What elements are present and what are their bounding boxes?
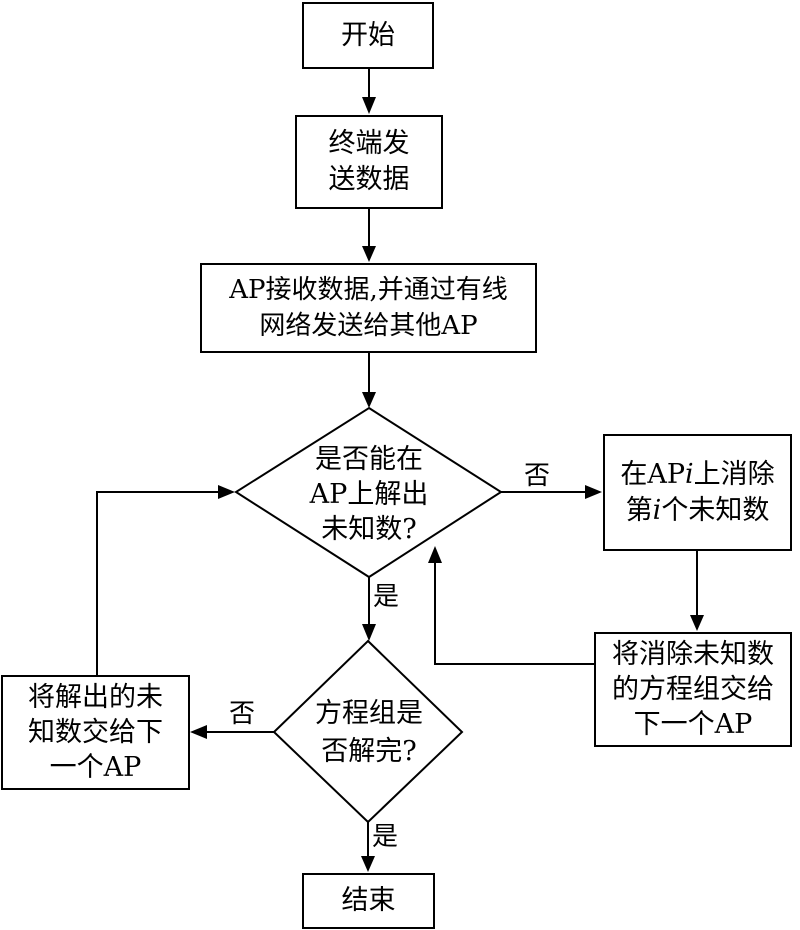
terminal-send-node: 终端发 送数据 xyxy=(295,115,443,209)
pass-solved-line-2: 知数交给下 xyxy=(28,717,163,748)
edge-label-solve-yes: 是 xyxy=(373,582,400,612)
arrowhead xyxy=(218,485,235,499)
decision-solve-line-2: AP上解出 xyxy=(309,478,429,510)
decision-solve-line-3: 未知数? xyxy=(321,513,417,545)
pass-solved-line-1: 将解出的未 xyxy=(28,682,163,713)
arrowhead xyxy=(361,856,375,872)
terminal-send-line-2: 送数据 xyxy=(328,164,410,195)
eliminate-line-1: 在APi上消除 xyxy=(620,458,775,490)
pass-eliminated-node: 将消除未知数 的方程组交给 下一个AP xyxy=(594,632,792,747)
arrowhead xyxy=(190,725,207,739)
arrowhead xyxy=(428,546,442,563)
edge-label-done-yes: 是 xyxy=(372,822,399,852)
pass-eliminated-line-2: 的方程组交给 xyxy=(612,674,774,705)
edge-label-done-no: 否 xyxy=(229,699,256,729)
eliminate-line-2: 第i个未知数 xyxy=(625,494,770,526)
decision-done-text: 方程组是 否解完? xyxy=(296,695,442,771)
decision-solve-text: 是否能在 AP上解出 未知数? xyxy=(276,440,462,548)
end-node: 结束 xyxy=(302,873,435,929)
start-node: 开始 xyxy=(302,2,434,69)
arrowhead xyxy=(362,392,376,408)
decision-solve-line-1: 是否能在 xyxy=(315,443,423,475)
arrow-loop-to-decision xyxy=(434,558,594,665)
edge-label-solve-no: 否 xyxy=(524,461,551,491)
end-label: 结束 xyxy=(341,885,396,916)
index-variable: i xyxy=(652,494,662,526)
terminal-send-line-1: 终端发 xyxy=(328,128,410,159)
pass-eliminated-line-3: 下一个AP xyxy=(633,709,753,740)
arrowhead xyxy=(362,97,376,114)
pass-solved-node: 将解出的未 知数交给下 一个AP xyxy=(1,675,190,790)
pass-solved-line-3: 一个AP xyxy=(49,752,142,783)
ap-receive-node: AP接收数据,并通过有线 网络发送给其他AP xyxy=(200,263,537,353)
ap-receive-line-2: 网络发送给其他AP xyxy=(259,311,478,341)
arrow-pass-solved-to-decision xyxy=(96,491,225,675)
arrowhead xyxy=(690,615,704,631)
eliminate-node: 在APi上消除 第i个未知数 xyxy=(603,434,792,551)
ap-receive-line-1: AP接收数据,并通过有线 xyxy=(229,275,508,305)
arrowhead xyxy=(585,485,602,499)
start-label: 开始 xyxy=(341,19,395,51)
arrowhead xyxy=(362,246,376,262)
pass-eliminated-line-1: 将消除未知数 xyxy=(612,639,774,670)
arrowhead xyxy=(362,624,376,641)
decision-done-line-2: 否解完? xyxy=(321,736,417,767)
index-variable: i xyxy=(685,458,694,490)
decision-done-line-1: 方程组是 xyxy=(315,698,423,729)
